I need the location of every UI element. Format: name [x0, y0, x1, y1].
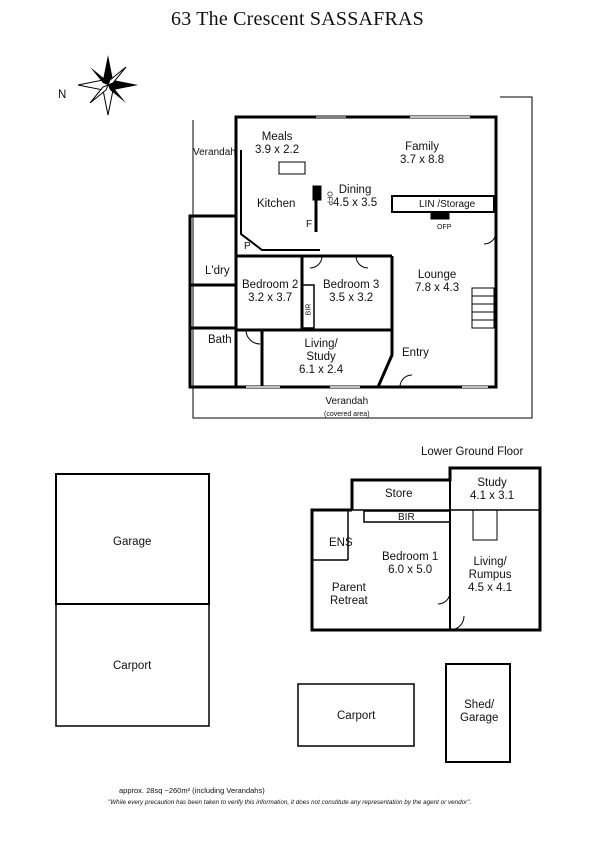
compass-icon [77, 55, 138, 116]
room-verandah-side: Verandah [193, 147, 236, 158]
label-f: F [306, 219, 313, 230]
label-bir-lower: BIR [398, 512, 415, 523]
area-note: approx. 28sq ~260m² (including Verandahs… [119, 786, 265, 795]
north-label: N [58, 89, 67, 101]
building-garage: Garage [113, 536, 152, 548]
building-shed: Shed/Garage [460, 699, 499, 724]
building-carport-mid: Carport [337, 710, 376, 722]
building-carport-left: Carport [113, 660, 152, 672]
lower-floor-heading: Lower Ground Floor [421, 446, 524, 458]
plan-title: 63 The Crescent SASSAFRAS [171, 8, 424, 30]
upper-floor-walls [188, 96, 533, 419]
lower-floor-walls [310, 466, 542, 632]
room-store: Store [385, 488, 413, 500]
label-p: P [244, 241, 251, 252]
label-ofp-dining: OFP [325, 191, 333, 206]
room-ens: ENS [329, 537, 353, 549]
label-ofp-lounge: OFP [437, 224, 452, 231]
disclaimer: "While every precaution has been taken t… [108, 799, 472, 806]
room-laundry: L'dry [205, 265, 230, 277]
room-verandah-front: Verandah(covered area) [324, 396, 370, 418]
room-entry: Entry [402, 347, 429, 359]
room-bath: Bath [208, 334, 232, 346]
room-lin-storage: LIN /Storage [419, 199, 476, 210]
label-bir-upper: BIR [305, 303, 313, 316]
outbuildings [55, 473, 511, 763]
room-kitchen: Kitchen [257, 198, 296, 210]
